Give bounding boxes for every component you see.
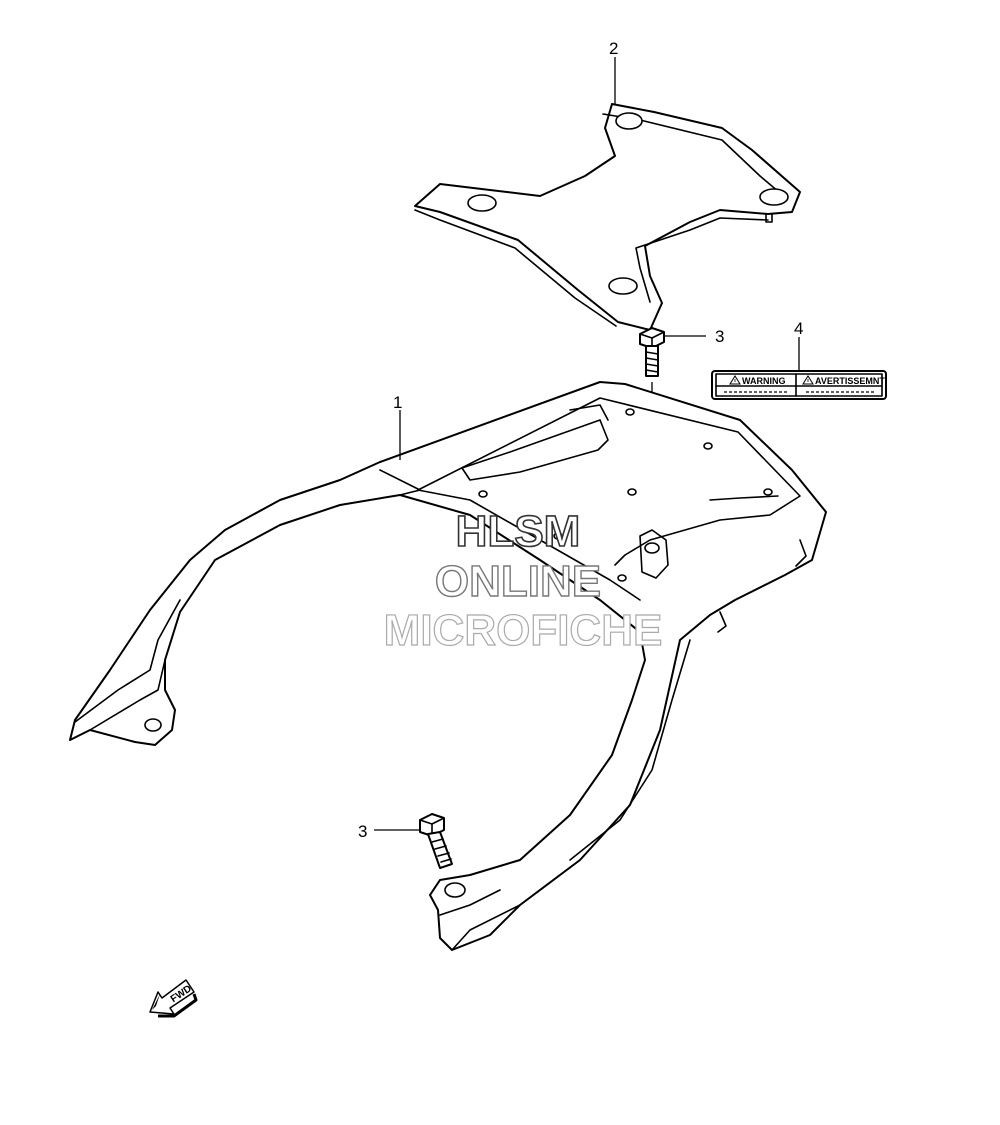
callout-part-3-lower: 3 <box>358 822 367 841</box>
callout-part-1: 1 <box>393 393 402 412</box>
watermark-line-1: HLSM <box>456 507 581 556</box>
rear-carrier-rack[interactable] <box>69 381 827 951</box>
warning-label-right-text: AVERTISSEMNT <box>815 376 885 386</box>
callout-part-4: 4 <box>794 319 803 338</box>
forward-arrow-icon: FWD <box>149 979 198 1018</box>
carrier-plate[interactable] <box>414 103 801 331</box>
warning-label-left-text: WARNING <box>742 376 786 386</box>
watermark: HLSM ONLINE MICROFICHE <box>383 506 663 655</box>
callout-part-2: 2 <box>609 39 618 58</box>
watermark-line-3: MICROFICHE <box>384 606 663 655</box>
bolt-lower[interactable] <box>419 813 453 869</box>
warning-triangle-icon <box>729 375 741 385</box>
warning-label[interactable]: WARNING AVERTISSEMNT <box>711 370 887 400</box>
warning-triangle-icon <box>802 375 814 385</box>
bolt-upper[interactable] <box>639 327 665 377</box>
callout-part-3-upper: 3 <box>715 327 724 346</box>
watermark-line-2: ONLINE <box>435 557 601 606</box>
